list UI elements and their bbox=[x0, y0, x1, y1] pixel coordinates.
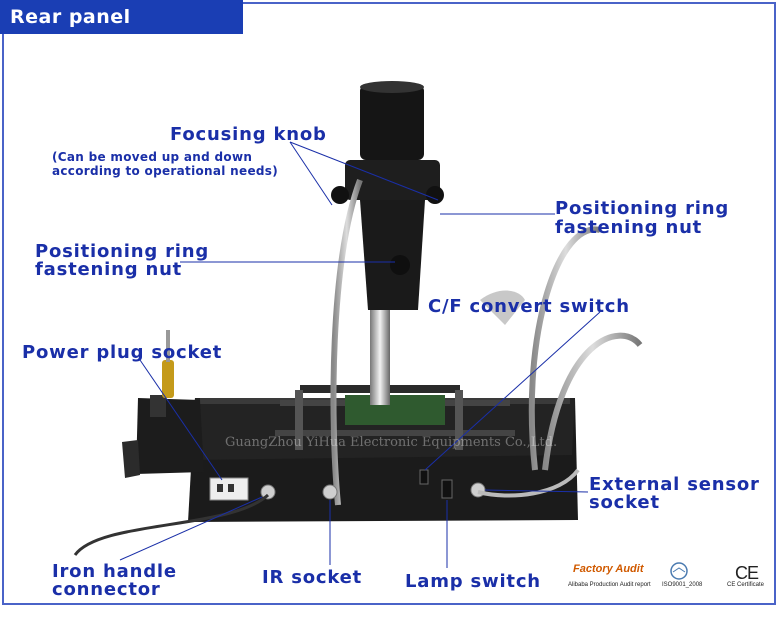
label-positioning-ring-left-1: Positioning ring bbox=[35, 241, 210, 262]
label-focusing-note-1: (Can be moved up and down bbox=[52, 150, 253, 164]
focusing-knob-left bbox=[331, 186, 349, 204]
page-title: Rear panel introduce bbox=[0, 0, 243, 62]
ce-caption: CE Certificate bbox=[727, 582, 765, 588]
ir-socket-port bbox=[322, 484, 338, 500]
lamp-head bbox=[480, 290, 525, 325]
ce-mark: CE bbox=[735, 563, 759, 583]
leader-lines bbox=[119, 141, 601, 568]
label-power-plug-socket: Power plug socket bbox=[22, 342, 223, 363]
ir-head-clamp bbox=[345, 160, 440, 200]
image-frame bbox=[2, 2, 776, 605]
label-focusing-note-2: according to operational needs) bbox=[52, 164, 279, 178]
label-positioning-ring-right-2: fastening nut bbox=[555, 217, 703, 238]
label-positioning-ring-right-1: Positioning ring bbox=[555, 198, 730, 219]
iron-cable bbox=[73, 493, 270, 556]
gooseneck-lamp-arm bbox=[528, 226, 601, 471]
label-cf-convert-switch: C/F convert switch bbox=[428, 296, 630, 317]
cf-switch bbox=[419, 469, 429, 485]
alibaba-audit-caption: Alibaba Production Audit report bbox=[568, 582, 651, 588]
gooseneck-lamp-arm bbox=[330, 178, 363, 506]
label-external-sensor-2: socket bbox=[589, 492, 660, 513]
label-focusing-knob: Focusing knob bbox=[170, 124, 327, 145]
positioning-ring-nut bbox=[390, 255, 410, 275]
iron-holder-sleeve bbox=[150, 395, 166, 417]
pcb-clamp bbox=[455, 390, 463, 450]
focusing-knob-right bbox=[426, 186, 444, 204]
factory-audit-logo: Factory Audit bbox=[573, 563, 644, 575]
pcb-clamp bbox=[295, 390, 303, 450]
ir-nozzle bbox=[360, 200, 425, 310]
pcb-rail bbox=[275, 430, 515, 436]
lamp-switch bbox=[441, 479, 453, 499]
holder-tray bbox=[122, 440, 140, 478]
label-external-sensor-1: External sensor bbox=[589, 474, 760, 495]
label-ir-socket: IR socket bbox=[262, 567, 363, 588]
iron-handle bbox=[162, 360, 174, 398]
iron-holder bbox=[136, 398, 204, 474]
pcb-board bbox=[345, 395, 445, 425]
iron-handle-connector-port bbox=[260, 484, 276, 500]
iso-badge-icon bbox=[670, 562, 688, 580]
base-top bbox=[190, 398, 575, 460]
label-iron-handle-1: Iron handle bbox=[52, 561, 177, 582]
gooseneck-lamp-arm bbox=[542, 332, 643, 471]
label-lamp-switch: Lamp switch bbox=[405, 571, 541, 592]
label-iron-handle-2: connector bbox=[52, 579, 161, 600]
socket-pin bbox=[217, 484, 223, 492]
socket-pin bbox=[228, 484, 234, 492]
ir-lamp-housing bbox=[360, 85, 424, 160]
ir-lamp-top bbox=[360, 81, 424, 93]
iso-caption: ISO9001_2008 bbox=[662, 582, 703, 588]
label-positioning-ring-left-2: fastening nut bbox=[35, 259, 183, 280]
iron-tip bbox=[166, 330, 170, 362]
sensor-cable bbox=[477, 468, 580, 498]
watermark: GuangZhou YiHua Electronic Equipments Co… bbox=[225, 435, 558, 450]
